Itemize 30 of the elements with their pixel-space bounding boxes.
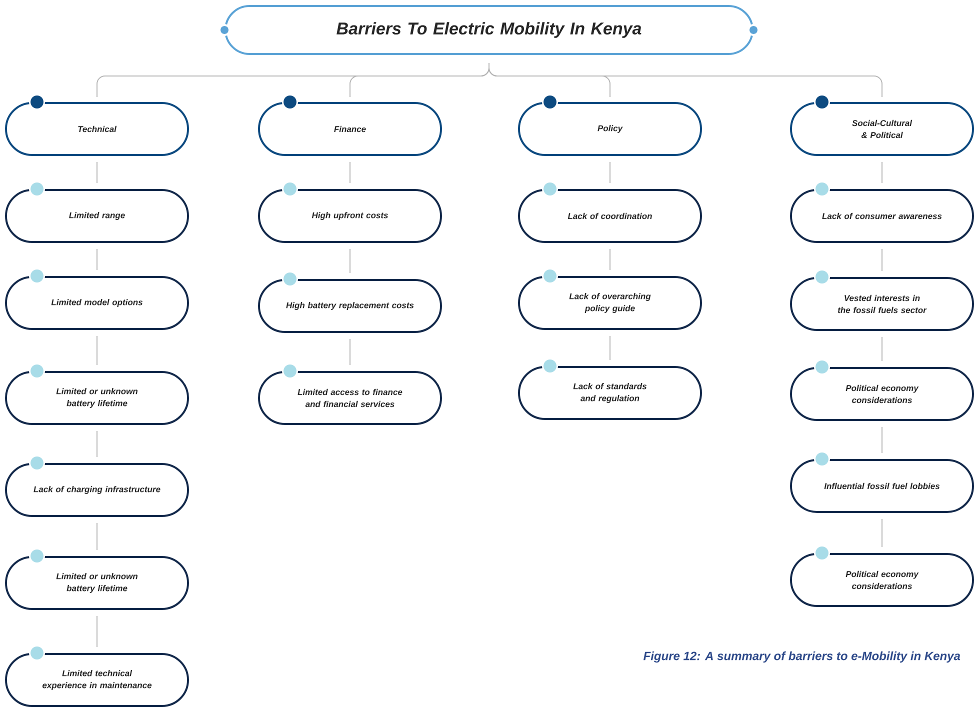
title-box: Barriers To Electric Mobility In Kenya (218, 4, 760, 55)
figure-caption: Figure 12: A summary of barriers to e-Mobility in Kenya (644, 651, 960, 663)
barrier-box: Limited range (5, 180, 189, 243)
connector-line (96, 615, 98, 648)
barrier-box: Limited access to finance and financial services (258, 362, 442, 425)
barrier-box: Limited model options (5, 268, 189, 330)
category-box: Technical (5, 94, 189, 156)
category-box: Social-Cultural & Political (790, 94, 974, 156)
barrier-box: Lack of standards and regulation (518, 358, 702, 420)
barrier-box: Lack of consumer awareness (790, 180, 974, 243)
connector-line (488, 62, 882, 98)
barrier-box: Limited or unknown battery lifetime (5, 362, 189, 425)
connector-line (96, 335, 98, 366)
barrier-box: Limited or unknown battery lifetime (5, 548, 189, 610)
barrier-box: High upfront costs (258, 180, 442, 243)
category-box: Finance (258, 94, 442, 156)
connector-line (96, 248, 98, 270)
barrier-box: Lack of charging infrastructure (5, 454, 189, 517)
connector-line (96, 430, 98, 458)
barrier-box: Influential fossil fuel lobbies (790, 450, 974, 513)
barrier-box: Limited technical experience in maintenance (5, 644, 189, 707)
connector-line (96, 161, 98, 184)
category-box: Policy (518, 94, 702, 156)
connector-line (96, 522, 98, 550)
barrier-box: Vested interests in the fossil fuels sector (790, 268, 974, 331)
barrier-box: Lack of overarching policy guide (518, 268, 702, 330)
barrier-box: Lack of coordination (518, 180, 702, 243)
barrier-box: Political economy considerations (790, 358, 974, 421)
barrier-box: High battery replacement costs (258, 270, 442, 333)
barrier-box: Political economy considerations (790, 544, 974, 607)
